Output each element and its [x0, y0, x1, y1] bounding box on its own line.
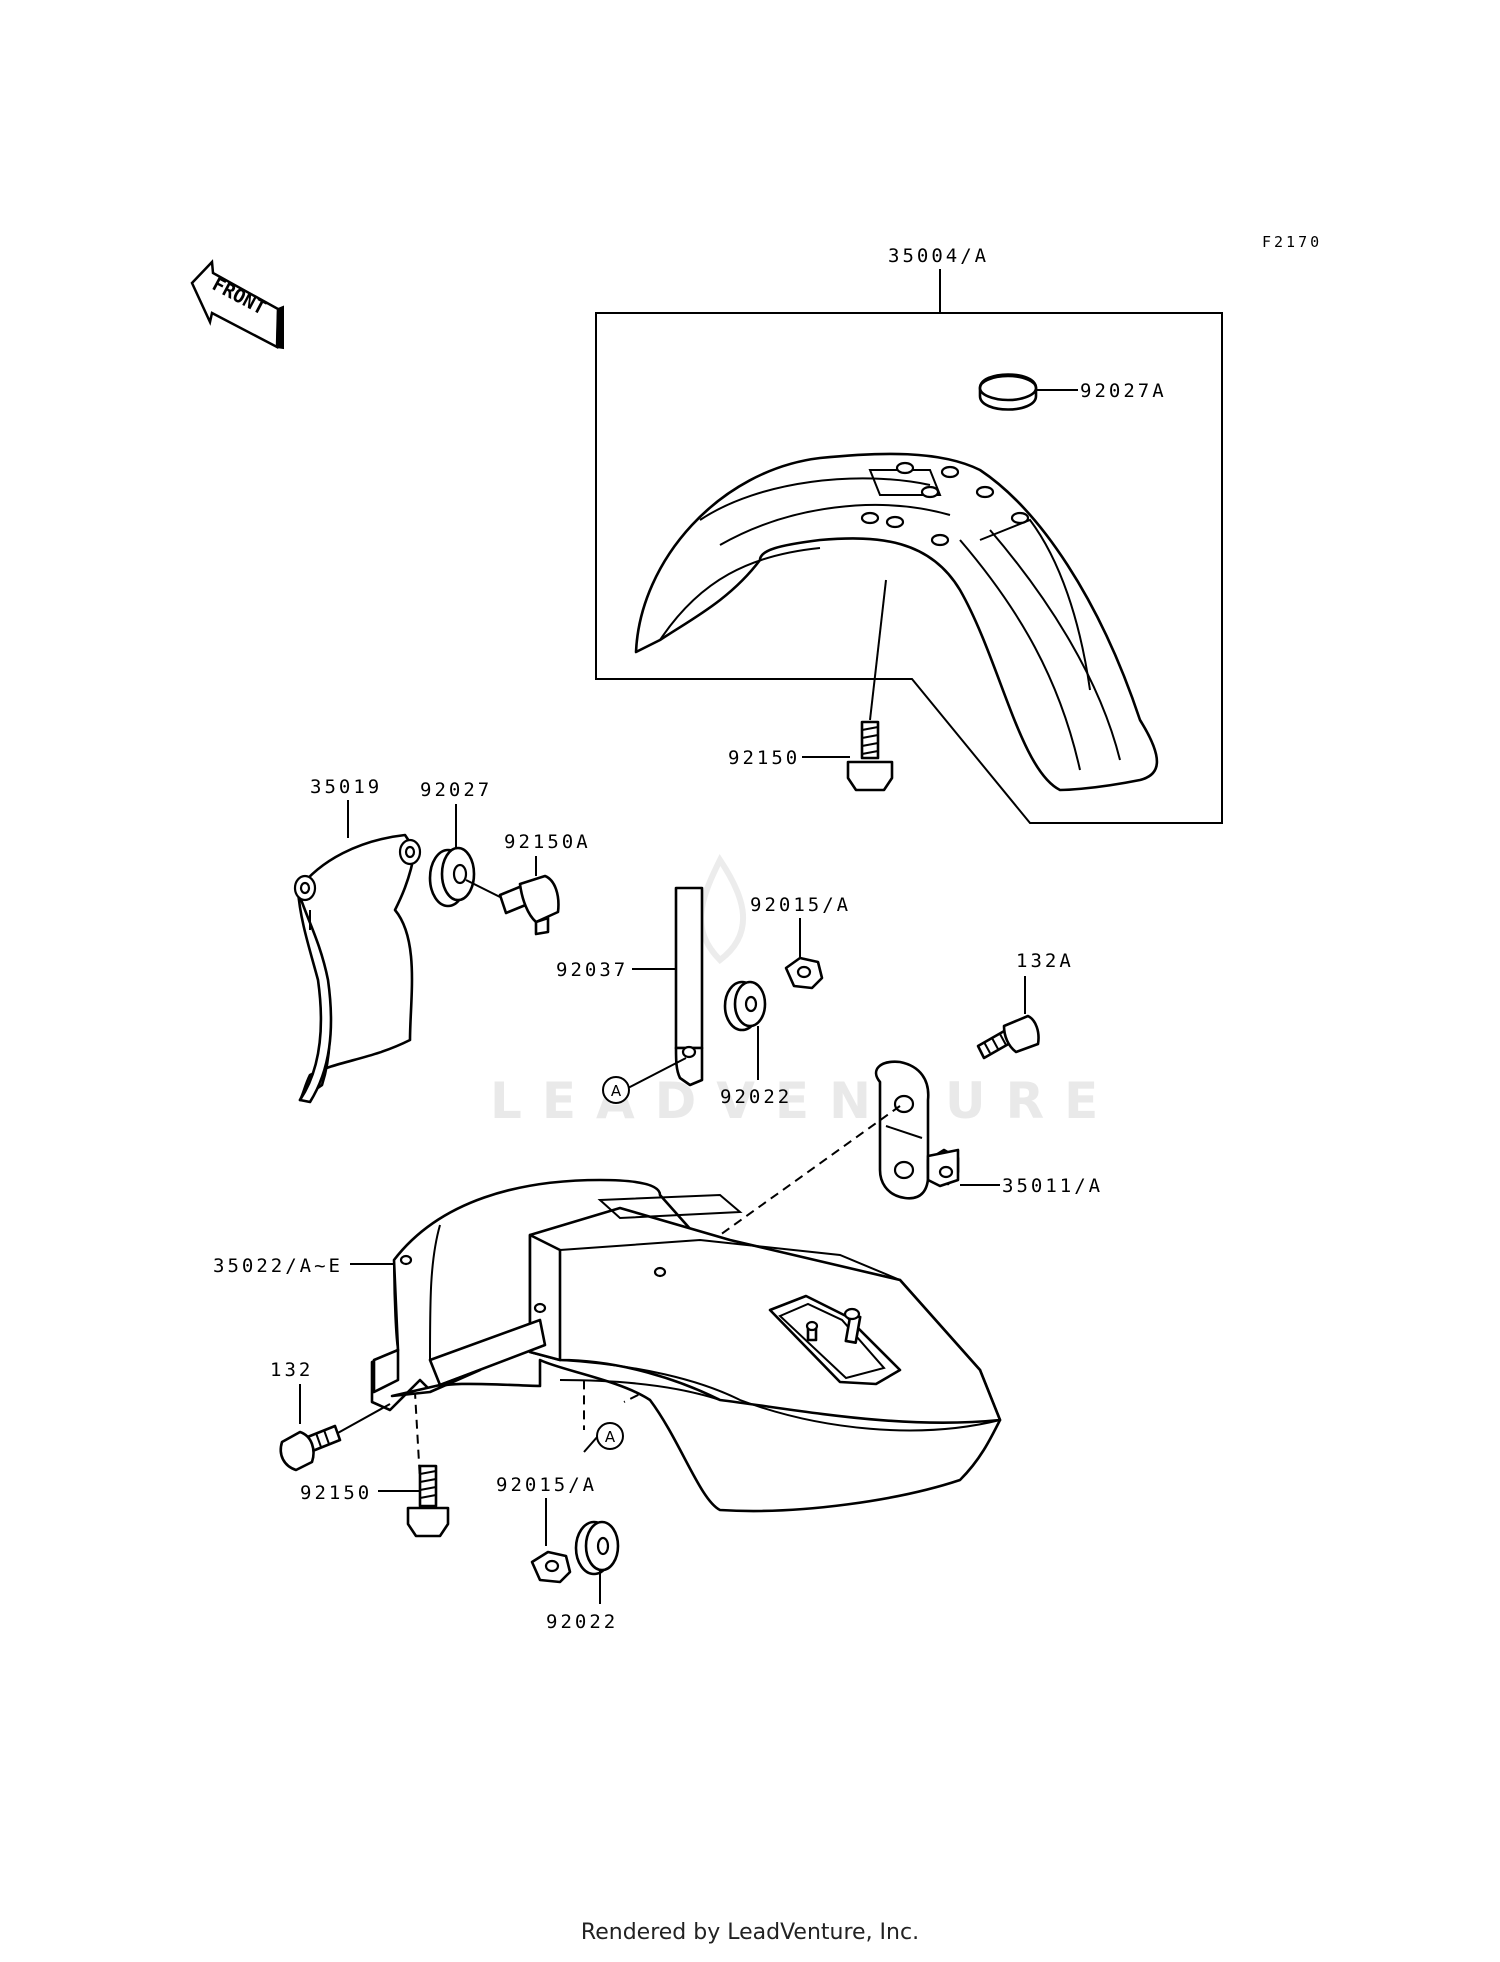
label-92150a: 92150A	[504, 831, 591, 853]
label-92037: 92037	[556, 959, 628, 981]
figure-code: F2170	[1262, 233, 1322, 251]
front-fender-kit-box	[595, 269, 1223, 824]
label-92022-upper: 92022	[720, 1086, 792, 1108]
front-fender	[634, 452, 1159, 792]
label-132a: 132A	[1016, 950, 1074, 972]
bolt-132	[279, 1424, 342, 1472]
side-cover-35019	[293, 833, 422, 1104]
label-35004: 35004/A	[888, 245, 989, 267]
label-92015-upper: 92015/A	[750, 894, 851, 916]
nut-92015-upper	[784, 956, 824, 990]
watermark: LEADVENTURE	[490, 1072, 1118, 1130]
label-92015-lower: 92015/A	[496, 1474, 597, 1496]
watermark-flame-icon	[698, 854, 747, 964]
ref-marker-a-upper: A	[602, 1076, 630, 1104]
washer-92022-upper	[723, 980, 767, 1032]
ref-marker-a-lower: A	[596, 1422, 624, 1450]
washer-92022-lower	[574, 1520, 620, 1576]
label-92150-bottom: 92150	[300, 1482, 372, 1504]
nut-92015-lower	[530, 1550, 572, 1584]
bracket-35011	[874, 1060, 960, 1200]
label-92150-top: 92150	[728, 747, 800, 769]
front-arrow-icon: FRONT	[190, 259, 284, 350]
label-132: 132	[270, 1359, 313, 1381]
washer-92027a	[978, 373, 1038, 411]
svg-text:A: A	[611, 1082, 622, 1100]
footer-credit: Rendered by LeadVenture, Inc.	[580, 1920, 920, 1945]
rear-fender-35022	[370, 1178, 1002, 1513]
label-92027a: 92027A	[1080, 380, 1167, 402]
bolt-92150-bottom	[406, 1464, 450, 1538]
label-35022: 35022/A~E	[213, 1255, 343, 1277]
bolt-132a	[976, 1014, 1040, 1060]
label-92022-lower: 92022	[546, 1611, 618, 1633]
strap-92037	[674, 886, 704, 1087]
label-35011: 35011/A	[1002, 1175, 1103, 1197]
bolt-92150-top	[846, 579, 894, 792]
label-92027: 92027	[420, 779, 492, 801]
bolt-92150a	[498, 874, 560, 936]
washer-92027	[428, 846, 476, 908]
svg-text:A: A	[605, 1428, 616, 1446]
label-35019: 35019	[310, 776, 382, 798]
